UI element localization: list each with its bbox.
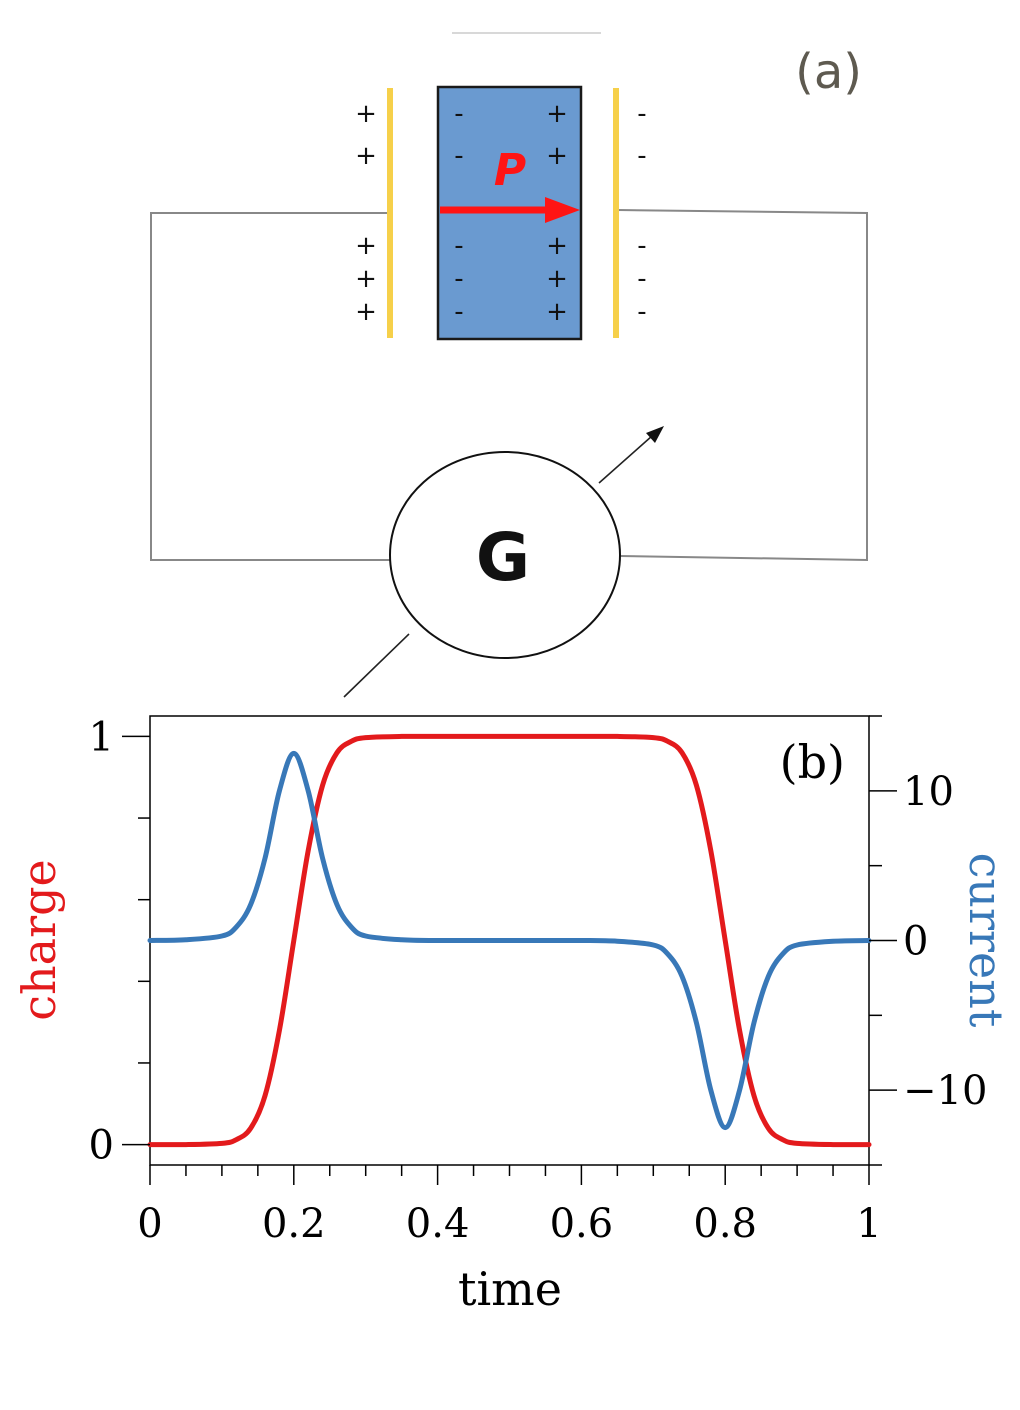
left-electrode-plate (387, 88, 393, 338)
slab-right-charge: + (546, 264, 568, 294)
galvanometer-label: G (476, 519, 530, 596)
slab-right-charge: + (546, 297, 568, 327)
right-wire (617, 209, 868, 562)
right-plate-charge: - (637, 264, 646, 294)
right-plate-charge: - (637, 141, 646, 171)
panel-label-a: (a) (795, 44, 862, 100)
left-plate-charge: + (355, 231, 377, 261)
current-series-line (147, 750, 872, 1131)
right-plate-charge: - (637, 99, 646, 129)
x-axis-label: time (458, 1262, 562, 1316)
x-tick-label: 0 (137, 1201, 162, 1247)
galvanometer-circle (389, 451, 621, 659)
right-tick-label: −10 (903, 1068, 987, 1114)
charge-signs: + + + + + - - - - - + + + + + - - - - - (355, 99, 647, 327)
series-layer (147, 733, 872, 1148)
slab-left-charge: - (454, 231, 463, 261)
left-plate-charge: + (355, 99, 377, 129)
x-tick-label: 1 (856, 1201, 881, 1247)
polarization-label: P (494, 145, 526, 196)
left-plate-charge: + (355, 141, 377, 171)
charge-series-line (147, 733, 872, 1148)
slab-right-charge: + (546, 141, 568, 171)
slab-right-charge: + (546, 99, 568, 129)
right-plate-charge: - (637, 297, 646, 327)
right-electrode-plate (613, 88, 619, 338)
right-plate-charge: - (637, 231, 646, 261)
left-plate-charge: + (355, 297, 377, 327)
left-tick-label: 1 (89, 714, 114, 760)
right-axis-label: current (959, 853, 1013, 1028)
right-tick-label: 10 (903, 769, 954, 815)
x-tick-label: 0.8 (693, 1201, 757, 1247)
circuit-diagram: (a) + + + + + - - - - - + + + + + - - (150, 32, 868, 698)
slab-left-charge: - (454, 141, 463, 171)
panel-label-b: (b) (780, 735, 845, 789)
slab-left-charge: - (454, 297, 463, 327)
x-tick-label: 0.6 (550, 1201, 614, 1247)
slab-right-charge: + (546, 231, 568, 261)
slab-left-charge: - (454, 99, 463, 129)
polarization-arrow (440, 197, 580, 223)
left-tick-label: 0 (89, 1123, 114, 1169)
left-plate-charge: + (355, 264, 377, 294)
left-wire (150, 212, 390, 561)
x-tick-label: 0.4 (406, 1201, 470, 1247)
x-tick-label: 0.2 (262, 1201, 326, 1247)
slab-left-charge: - (454, 264, 463, 294)
right-tick-label: 0 (903, 919, 928, 965)
galvanometer-needle-arrow (343, 426, 664, 698)
left-axis-label: charge (12, 859, 66, 1020)
